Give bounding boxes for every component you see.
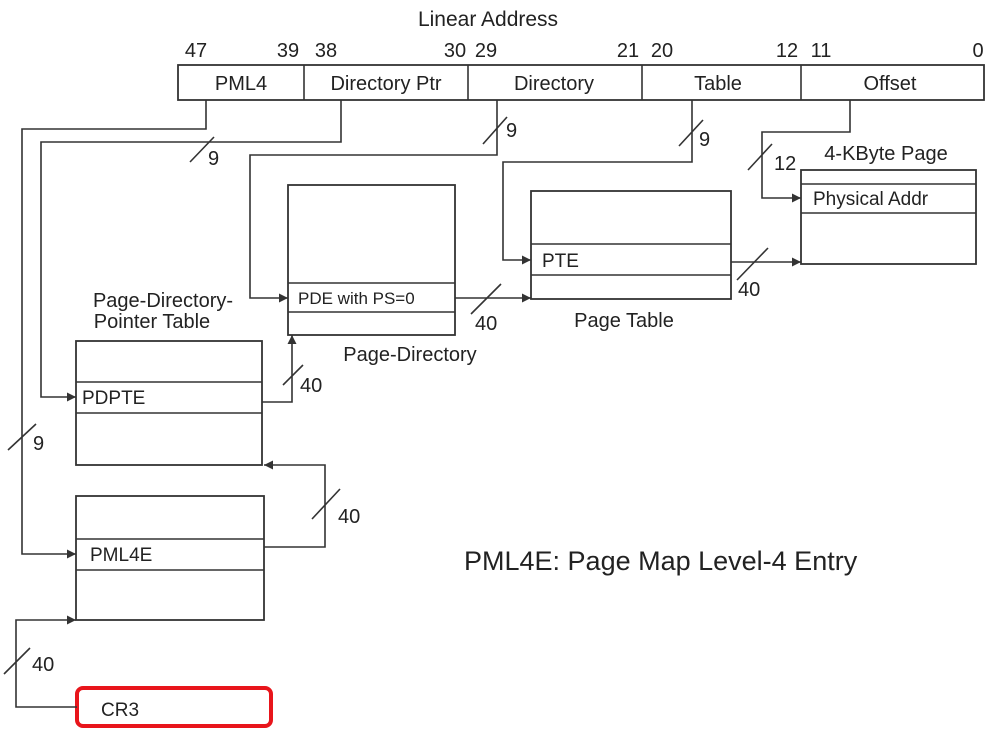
field-offset: Offset [864, 73, 917, 95]
bit-label: 47 [185, 40, 207, 62]
pml4e-to-pdpt-line [264, 460, 326, 548]
width-label-pdpte-to-pd: 40 [300, 375, 322, 397]
linear-address-register: PML4 Directory Ptr Directory Table Offse… [177, 64, 985, 101]
bit-label: 20 [651, 40, 673, 62]
width-label-offset: 12 [774, 153, 796, 175]
connectors [15, 100, 851, 708]
pdpt-title-line2: Pointer Table [94, 311, 210, 333]
bit-label: 39 [277, 40, 299, 62]
field-directory-ptr: Directory Ptr [330, 73, 441, 95]
width-label-pml4: 9 [208, 148, 219, 170]
page-directory: PDE with PS=0 Page-Directory [287, 184, 477, 366]
width-labels: 9 9 9 12 40 40 40 40 9 40 [32, 120, 796, 676]
width-slashes [3, 116, 773, 675]
offset-line [761, 100, 851, 203]
bit-label: 0 [972, 40, 983, 62]
page-4kb: 4-KByte Page Physical Addr [800, 143, 977, 265]
pml4-table: PML4E [75, 495, 265, 621]
bit-label: 30 [444, 40, 466, 62]
pd-entry-pde: PDE with PS=0 [298, 289, 415, 308]
width-label-cr3: 40 [32, 654, 54, 676]
width-label-table: 9 [699, 129, 710, 151]
table-index-line [502, 100, 693, 265]
field-pml4: PML4 [215, 73, 267, 95]
bit-labels: 47 39 38 30 29 21 20 12 11 0 [185, 40, 984, 62]
width-label-pte-to-page: 40 [738, 279, 760, 301]
linear-address-title: Linear Address [418, 8, 558, 31]
pdpte-to-pd-line [262, 335, 297, 403]
width-label-dirptr: 9 [33, 433, 44, 455]
field-directory: Directory [514, 73, 594, 95]
pml4-index-line [21, 100, 207, 559]
page-table: PTE Page Table [530, 190, 732, 332]
pml4-entry-pml4e: PML4E [90, 545, 152, 566]
page-directory-title: Page-Directory [343, 344, 476, 366]
bit-label: 38 [315, 40, 337, 62]
width-label-pde-to-pt: 40 [475, 313, 497, 335]
bit-label: 29 [475, 40, 497, 62]
cr3-register: CR3 [75, 686, 273, 728]
dirptr-index-line [40, 100, 342, 402]
pt-entry-pte: PTE [542, 251, 579, 272]
page-directory-pointer-table: Page-Directory- Pointer Table PDPTE [75, 290, 263, 466]
page-entry-physical-addr: Physical Addr [813, 189, 929, 210]
cr3-to-pml4-line [15, 615, 77, 708]
width-label-directory: 9 [506, 120, 517, 142]
page-title: 4-KByte Page [824, 143, 947, 165]
cr3-label: CR3 [101, 700, 139, 721]
bit-label: 12 [776, 40, 798, 62]
dir-index-line [249, 100, 498, 303]
bit-label: 11 [811, 40, 832, 62]
field-table: Table [694, 73, 742, 95]
pml4e-note: PML4E: Page Map Level-4 Entry [464, 546, 858, 576]
bit-label: 21 [617, 40, 639, 62]
width-label-pml4e-to-pdpt: 40 [338, 506, 360, 528]
pdpt-entry-pdpte: PDPTE [82, 388, 145, 409]
page-table-title: Page Table [574, 310, 674, 332]
pdpt-title-line1: Page-Directory- [93, 290, 233, 312]
